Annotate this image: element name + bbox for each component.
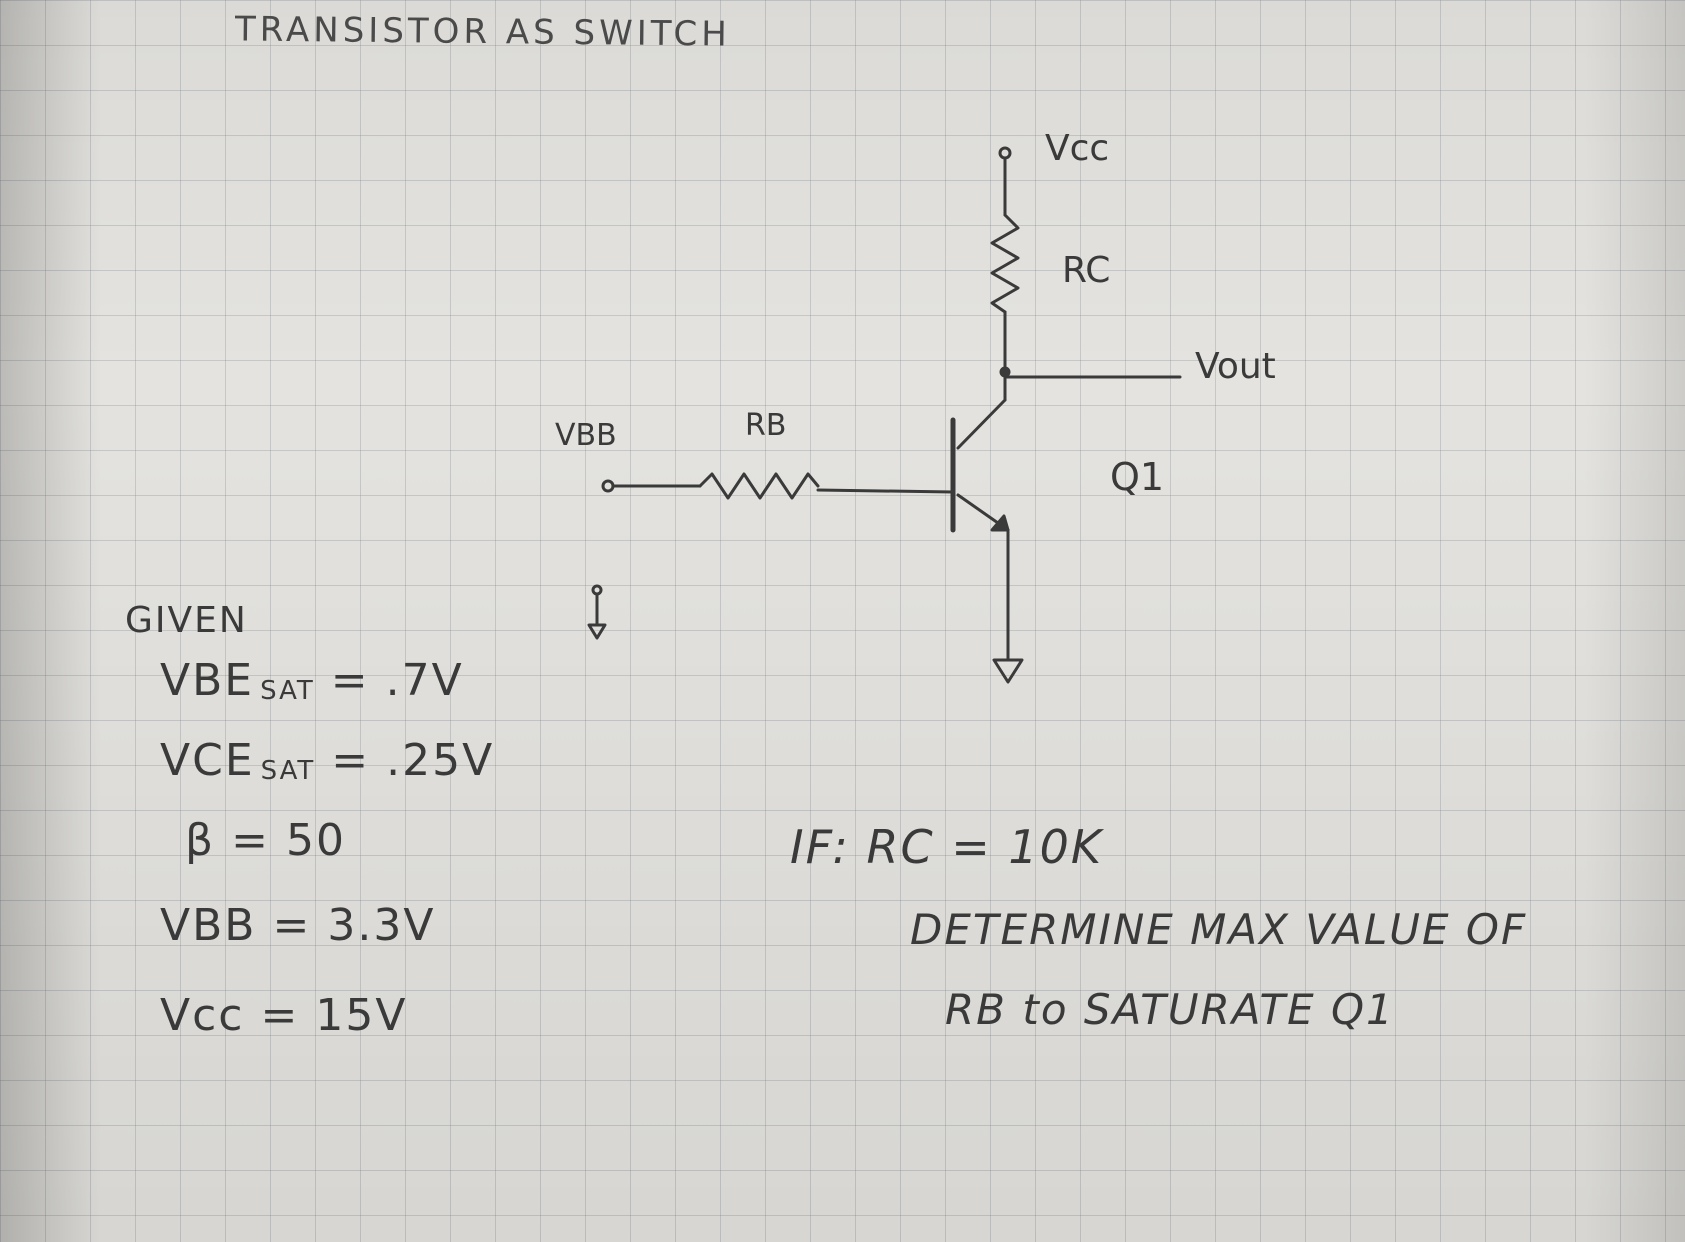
equals-sign: = <box>272 900 312 951</box>
vbe-value: .7V <box>385 655 464 706</box>
rc-label: RC <box>1062 250 1110 291</box>
vbb-value: 3.3V <box>327 900 436 951</box>
given-vbb: VBB = 3.3V <box>160 900 435 951</box>
equals-sign: = <box>260 990 300 1041</box>
vcc-value: 15V <box>315 990 408 1041</box>
vcc-name: Vcc <box>160 990 245 1041</box>
vce-value: .25V <box>386 735 495 786</box>
beta-value: 50 <box>285 815 346 866</box>
equals-sign: = <box>331 735 371 786</box>
rb-label: RB <box>745 408 786 443</box>
vbb-source-ground <box>587 623 607 640</box>
vbe-sub: SAT <box>260 676 315 706</box>
vbb-label: VBB <box>555 418 617 453</box>
given-beta: β = 50 <box>185 815 346 866</box>
rc-resistor <box>990 213 1020 314</box>
question-condition: IF: RC = 10K <box>790 820 1104 874</box>
vbb-name: VBB <box>160 900 257 951</box>
equals-sign: = <box>330 655 370 706</box>
question-line-2: RB to SATURATE Q1 <box>945 985 1395 1034</box>
vce-name: VCE <box>160 735 255 786</box>
given-vcc: Vcc = 15V <box>160 990 407 1041</box>
emitter-arrow <box>990 514 1010 532</box>
vbe-name: VBE <box>160 655 255 706</box>
beta-name: β <box>185 815 216 866</box>
equals-sign: = <box>231 815 270 866</box>
vce-sub: SAT <box>260 756 316 786</box>
q1-label: Q1 <box>1110 455 1164 499</box>
collector-diagonal <box>956 398 1007 450</box>
base-wire <box>816 488 955 494</box>
emitter-ground <box>992 658 1024 684</box>
vcc-label: Vcc <box>1045 128 1109 169</box>
rb-resistor <box>698 472 820 500</box>
vout-label: Vout <box>1195 346 1276 387</box>
question-line-1: DETERMINE MAX VALUE OF <box>910 905 1528 954</box>
given-heading: GIVEN <box>125 600 248 641</box>
